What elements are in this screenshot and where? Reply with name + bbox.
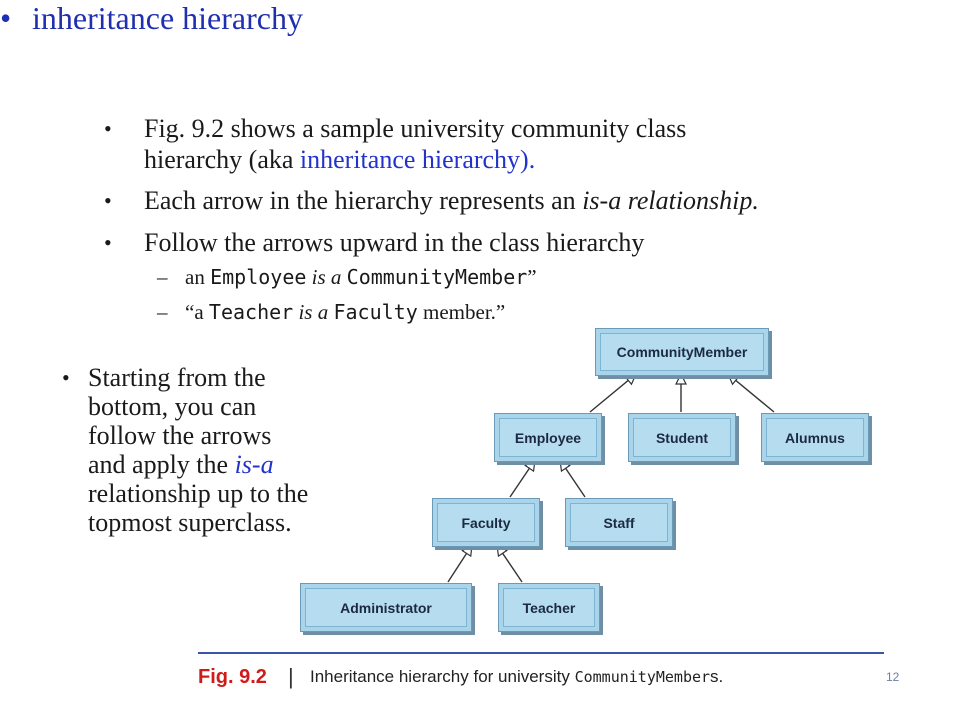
sub-text: “a	[185, 300, 204, 324]
caption-suffix: s.	[710, 667, 724, 686]
sub-is-a: is a	[298, 300, 329, 324]
class-label: Student	[655, 429, 709, 446]
bullet-text-line2: hierarchy (aka	[144, 145, 294, 174]
class-box-faculty: Faculty	[432, 498, 540, 547]
class-label: Teacher	[522, 599, 576, 616]
is-a-relationship-text: is-a relationship.	[582, 186, 759, 215]
bullet-text: Fig. 9.2 shows a sample university commu…	[144, 114, 687, 143]
code-communitymember: CommunityMember	[346, 265, 528, 289]
class-box-alumnus: Alumnus	[761, 413, 869, 462]
caption-text: Inheritance hierarchy for university	[310, 667, 570, 686]
inheritance-hierarchy-text: inheritance hierarchy).	[299, 145, 536, 174]
arrow-teacher-to-faculty	[497, 545, 523, 583]
arrow-staff-to-employee	[560, 460, 586, 498]
dash: –	[157, 300, 168, 324]
class-label: Employee	[514, 429, 582, 446]
class-box-staff: Staff	[565, 498, 673, 547]
dash: –	[157, 265, 168, 289]
side-text-end: relationship up to the topmost superclas…	[88, 479, 309, 537]
bullet-text: Each arrow in the hierarchy represents a…	[144, 186, 576, 215]
class-box-student: Student	[628, 413, 736, 462]
side-is-a-text: is-a	[234, 450, 274, 479]
bullet-dot: •	[104, 188, 112, 213]
class-label: Alumnus	[785, 429, 845, 446]
class-label: Faculty	[461, 514, 511, 531]
arrow-administrator-to-faculty	[447, 545, 472, 583]
bullet-text: Follow the arrows upward in the class hi…	[144, 228, 645, 257]
class-box-employee: Employee	[494, 413, 602, 462]
arrow-alumnus-to-community	[728, 374, 775, 413]
sub-text: an	[185, 265, 205, 289]
class-label: CommunityMember	[616, 344, 748, 360]
class-box-communitymember: CommunityMember	[595, 328, 769, 376]
code-faculty: Faculty	[333, 300, 418, 324]
caption-fig-number: Fig. 9.2	[198, 666, 267, 688]
figure-caption: Fig. 9.2 | Inheritance hierarchy for uni…	[198, 652, 884, 702]
bullet-dot: •	[0, 0, 12, 36]
class-box-administrator: Administrator	[300, 583, 472, 632]
bullet-dot: •	[104, 116, 112, 141]
class-box-teacher: Teacher	[498, 583, 600, 632]
arrow-faculty-to-employee	[509, 460, 535, 498]
caption-separator: |	[288, 664, 294, 689]
page-number: 12	[886, 670, 900, 684]
code-employee: Employee	[210, 265, 307, 289]
caption-code: CommunityMember	[574, 668, 711, 686]
sub-is-a: is a	[311, 265, 342, 289]
bullet-dot: •	[104, 230, 112, 255]
class-label: Staff	[603, 514, 635, 531]
bullet-dot: •	[62, 365, 70, 390]
side-text: Starting from the bottom, you can follow…	[88, 363, 272, 479]
arrow-employee-to-community	[589, 374, 636, 413]
class-label: Administrator	[340, 599, 432, 616]
sub-member: member.”	[423, 300, 506, 324]
code-teacher: Teacher	[208, 300, 294, 324]
heading-text: inheritance hierarchy	[32, 0, 303, 36]
sub-quote: ”	[527, 265, 537, 289]
